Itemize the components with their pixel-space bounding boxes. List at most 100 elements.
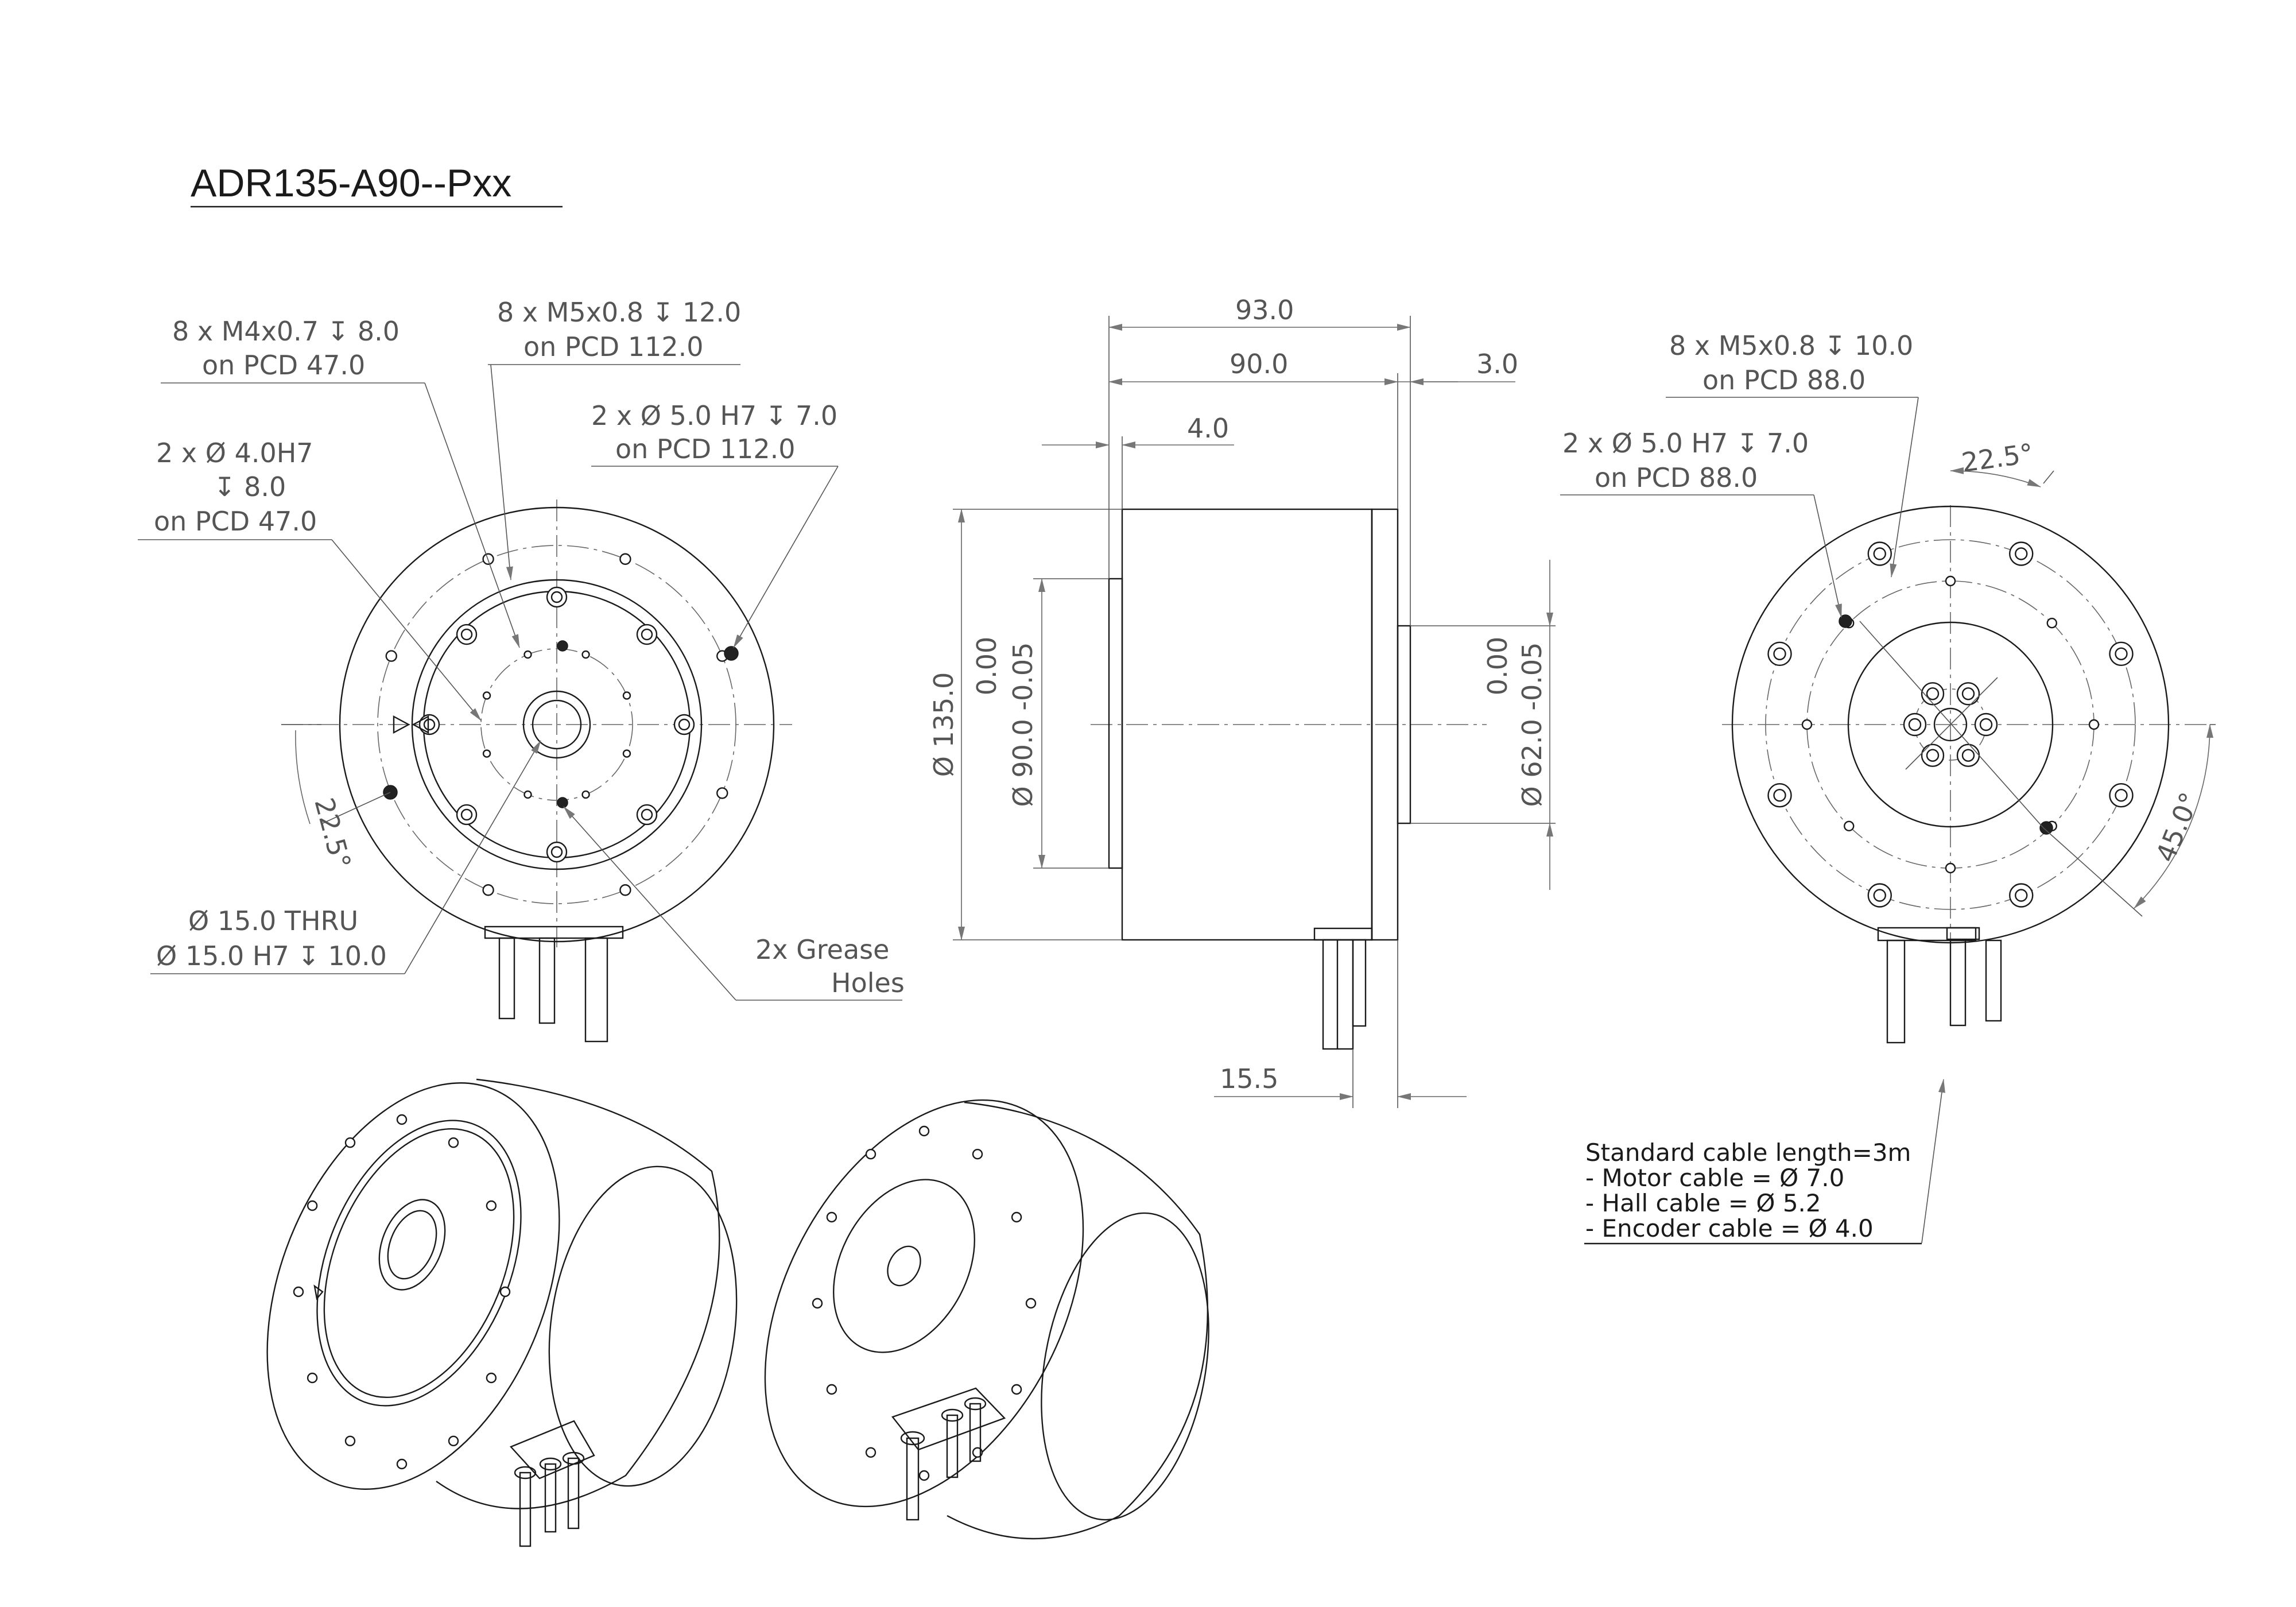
cable-note-line1: Standard cable length=3m xyxy=(1585,1139,1911,1167)
iso2-hole xyxy=(826,1384,837,1395)
iso2-front-flange xyxy=(764,1099,1084,1508)
callout-bore-line2: Ø 15.0 H7 ↧ 10.0 xyxy=(156,940,387,971)
dim-rear-pilot-tol: 0.00 xyxy=(1482,637,1513,695)
callout-grease-line2: Holes xyxy=(831,967,905,998)
front-outer-hole xyxy=(482,884,494,896)
rear-angle-top-label: 22.5° xyxy=(1960,437,2035,478)
front-mid-hole-inner xyxy=(460,628,473,641)
front-cable-encoder xyxy=(498,937,515,1020)
rear-hub-hole-inner xyxy=(1979,718,1993,731)
front-inner-hole xyxy=(523,650,532,659)
front-pin-marker xyxy=(557,640,568,652)
front-outer-flange xyxy=(339,506,775,943)
dim-front-pilot-tol: 0.00 xyxy=(971,637,1002,695)
iso1-hole xyxy=(344,1435,356,1447)
iso2-holes xyxy=(812,1125,1037,1481)
dim-body-diameter: Ø 135.0 xyxy=(928,672,959,777)
front-mid-hole-inner xyxy=(641,628,653,641)
rear-mid-hole xyxy=(2088,719,2100,730)
cable-note-line2: - Motor cable = Ø 7.0 xyxy=(1585,1164,1844,1192)
iso1-hole xyxy=(448,1137,459,1148)
front-inner-hole xyxy=(523,790,532,799)
rear-view: 8 x M5x0.8 ↧ 10.0 on PCD 88.0 2 x Ø 5.0 … xyxy=(1560,330,2216,1044)
rear-callout-pin-line2: on PCD 88.0 xyxy=(1595,462,1758,493)
rear-hub-holes xyxy=(1903,682,1998,767)
front-mid-hole-inner xyxy=(678,718,691,731)
rear-mid-holes xyxy=(1801,575,2100,874)
dim-rear-pilot: Ø 62.0 -0.05 xyxy=(1517,642,1548,807)
side-rear-pilot xyxy=(1397,625,1411,824)
rear-mid-hole xyxy=(1945,862,1956,874)
front-inner-hole xyxy=(581,790,590,799)
callout-pin-inner-line3: on PCD 47.0 xyxy=(154,506,317,537)
front-outer-hole xyxy=(716,787,728,799)
front-inner-holes xyxy=(482,640,631,808)
rear-outer-hole-inner xyxy=(1873,889,1886,902)
front-mid-hole-inner xyxy=(550,591,563,603)
dim-flange-offset: 3.0 xyxy=(1476,348,1518,380)
rear-pin-marker xyxy=(1839,614,1852,628)
front-cable-motor xyxy=(584,937,608,1043)
rear-hub-hole-inner xyxy=(1961,687,1975,700)
cable-note-line4: - Encoder cable = Ø 4.0 xyxy=(1585,1214,1874,1242)
rear-cable-hall xyxy=(1949,939,1967,1027)
front-inner-hole xyxy=(482,749,491,758)
iso1-hole xyxy=(344,1137,356,1148)
rear-hub-hole-inner xyxy=(1926,749,1940,762)
front-outer-holes xyxy=(383,553,739,896)
iso2-hole xyxy=(826,1211,837,1223)
dim-pilot-depth: 4.0 xyxy=(1187,413,1229,444)
drawing-title: ADR135-A90--Pxx xyxy=(191,161,511,205)
iso1-hole xyxy=(486,1372,497,1384)
rear-callout-m5-line1: 8 x M5x0.8 ↧ 10.0 xyxy=(1669,330,1913,361)
isometric-view-rear xyxy=(764,1099,1209,1540)
iso2-rear-edge xyxy=(1041,1212,1209,1521)
callout-m4-line2: on PCD 47.0 xyxy=(202,350,365,381)
rear-outer-hole-inner xyxy=(1873,547,1886,560)
callout-m5-line1: 8 x M5x0.8 ↧ 12.0 xyxy=(497,297,741,328)
rear-angle-right-label: 45.0° xyxy=(2150,788,2205,867)
iso2-hole xyxy=(1025,1298,1037,1309)
callout-pin-inner-line1: 2 x Ø 4.0H7 xyxy=(156,437,313,468)
rear-outer-hole-inner xyxy=(2115,647,2128,660)
front-mid-hole-inner xyxy=(641,808,653,821)
callout-bore-line1: Ø 15.0 THRU xyxy=(188,905,358,936)
front-inner-hole xyxy=(581,650,590,659)
iso1-hole xyxy=(307,1372,318,1384)
iso1-hole xyxy=(499,1286,511,1298)
rear-outer-hole-inner xyxy=(1773,647,1786,660)
front-mid-hole-inner xyxy=(423,718,436,731)
callout-pin-inner-line2: ↧ 8.0 xyxy=(214,471,286,502)
front-inner-hole xyxy=(622,691,631,700)
callout-pin-outer-line2: on PCD 112.0 xyxy=(615,433,796,464)
rear-callout-m5-line2: on PCD 88.0 xyxy=(1702,365,1865,396)
iso1-holes xyxy=(293,1114,511,1470)
callout-m4-line1: 8 x M4x0.7 ↧ 8.0 xyxy=(172,316,400,347)
front-inner-hole xyxy=(622,749,631,758)
iso2-hole xyxy=(918,1470,930,1481)
rear-cable-motor xyxy=(1886,939,1906,1044)
side-front-pilot xyxy=(1108,578,1123,869)
front-outer-hole xyxy=(619,553,631,565)
iso1-hole xyxy=(486,1200,497,1211)
rear-hub-hole-inner xyxy=(1908,718,1922,731)
iso2-hole xyxy=(865,1148,876,1160)
front-center-bore xyxy=(522,690,591,759)
rear-mid-hole xyxy=(1945,575,1956,587)
front-mid-holes xyxy=(418,586,695,863)
rear-mid-hole xyxy=(2046,618,2057,629)
side-view: 93.0 90.0 3.0 4.0 15.5 Ø 135.0 0.00 Ø 90… xyxy=(928,295,1556,1108)
callout-m5-line2: on PCD 112.0 xyxy=(523,331,704,362)
rear-outer-hole-inner xyxy=(2015,889,2028,902)
iso2-hole xyxy=(1011,1384,1022,1395)
iso2-hole xyxy=(812,1298,823,1309)
front-pin-marker xyxy=(724,646,739,661)
rear-mid-hole xyxy=(1844,820,1855,831)
cable-note: Standard cable length=3m - Motor cable =… xyxy=(1584,1079,1945,1245)
rear-outer-hole-inner xyxy=(1773,789,1786,802)
iso1-hole xyxy=(448,1435,459,1447)
front-mid-hole-inner xyxy=(550,846,563,858)
front-pin-marker xyxy=(557,797,568,808)
iso1-hole xyxy=(396,1114,408,1125)
